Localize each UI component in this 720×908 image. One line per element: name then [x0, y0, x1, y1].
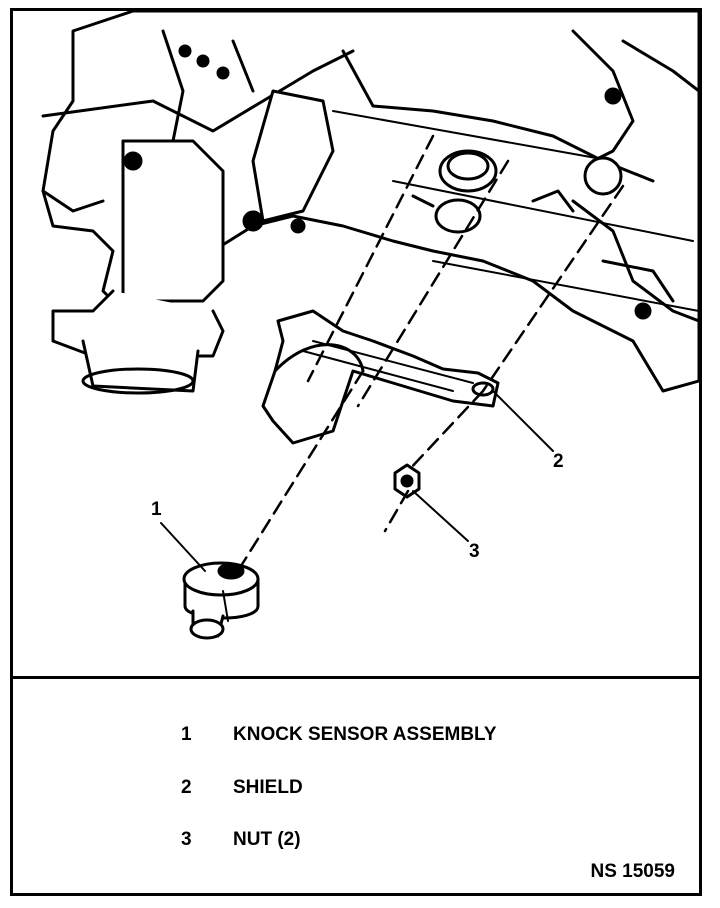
legend: 1 KNOCK SENSOR ASSEMBLY 2 SHIELD 3 NUT (…	[13, 679, 699, 893]
legend-label: SHIELD	[233, 777, 303, 798]
leader-line-2	[492, 390, 554, 452]
knock-sensor-illustration: 1 2 3	[41, 11, 699, 640]
legend-number: 2	[181, 777, 192, 798]
callout-3: 3	[469, 541, 480, 562]
legend-item: 3 NUT (2)	[13, 829, 699, 859]
callout-1: 1	[151, 499, 162, 520]
callout-2: 2	[553, 451, 564, 472]
leader-line-1	[160, 522, 206, 572]
figure-id: NS 15059	[590, 861, 675, 882]
shield-part	[261, 309, 500, 445]
diagram-frame: 1 2 3 1 KNOCK SENSOR ASSEMBLY 2 SHIELD 3…	[10, 8, 702, 896]
nut-part	[393, 463, 421, 499]
leader-line-3	[412, 490, 469, 542]
knock-sensor-part	[182, 561, 260, 640]
legend-number: 3	[181, 829, 192, 850]
divider-line	[13, 676, 699, 679]
engine-block	[41, 11, 699, 393]
legend-number: 1	[181, 724, 192, 745]
assembly-lines	[239, 134, 625, 568]
water-outlet-housing	[51, 89, 335, 395]
legend-label: KNOCK SENSOR ASSEMBLY	[233, 724, 497, 745]
legend-label: NUT (2)	[233, 829, 301, 850]
legend-item: 2 SHIELD	[13, 777, 699, 807]
legend-item: 1 KNOCK SENSOR ASSEMBLY	[13, 724, 699, 754]
